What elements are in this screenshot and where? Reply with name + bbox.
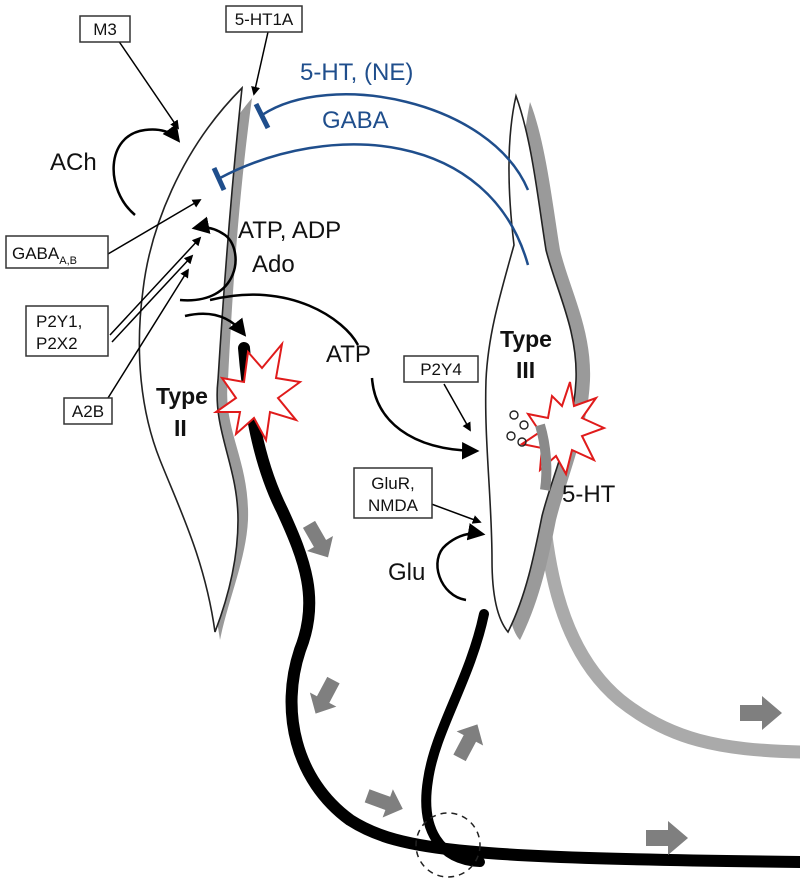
p2y1-pointer-2 <box>111 254 194 343</box>
type2-cell <box>138 85 244 633</box>
flow-arrow-6 <box>740 696 782 730</box>
ach-label: ACh <box>50 149 97 176</box>
a2b-label: A2B <box>72 402 104 421</box>
ht1a-label: 5-HT1A <box>235 10 294 29</box>
flow-arrow-5 <box>646 821 688 855</box>
convergence-circle <box>415 812 481 878</box>
type3-burst-shade <box>535 423 552 491</box>
p2y4-box <box>403 355 479 383</box>
atp-to-fiber <box>184 312 247 337</box>
atp-adp-loop <box>179 216 237 302</box>
type3-label-line2: III <box>516 357 535 383</box>
gaba-inhibitory-arc <box>219 143 530 266</box>
type2-burst <box>212 340 303 444</box>
ht1a-box <box>225 5 303 33</box>
type3-cell <box>484 93 577 634</box>
type2-afferent-fiber <box>238 342 800 868</box>
ach-loop <box>112 123 181 216</box>
glur-label: GluR, <box>371 474 414 493</box>
ado-label: Ado <box>252 251 295 278</box>
type2-label-line1: Type <box>156 383 208 409</box>
gaba-ab-main: GABA <box>12 244 60 263</box>
glur-box <box>353 467 433 519</box>
flow-arrow-1 <box>302 520 333 558</box>
p2y1-label: P2Y1, <box>36 312 82 331</box>
a2b-pointer <box>107 268 189 399</box>
flow-arrow-4 <box>453 724 484 762</box>
gaba-ab-pointer <box>107 199 202 255</box>
p2y1-box <box>25 305 109 357</box>
atp-to-type3-lower <box>370 377 480 460</box>
type3-afferent-fiber <box>533 423 800 759</box>
p2x2-label: P2X2 <box>36 334 78 353</box>
flow-arrow-2 <box>309 676 340 714</box>
glur-pointer <box>425 501 482 524</box>
ht-ne-inhibitory-arc <box>261 93 530 191</box>
p2y1-pointer-1 <box>109 236 202 336</box>
atp-to-type3 <box>209 293 360 346</box>
m3-label: M3 <box>93 20 117 39</box>
type3-label-line1: Type <box>500 326 552 352</box>
atp-label: ATP <box>326 341 371 368</box>
flow-arrows <box>302 520 782 855</box>
gaba-ab-label: GABAA,B <box>12 244 77 267</box>
p2y4-pointer <box>443 383 471 432</box>
gaba-ab-sub: A,B <box>59 255 77 267</box>
gaba-label: GABA <box>322 107 389 134</box>
vesicles <box>506 410 529 447</box>
nmda-label: NMDA <box>368 496 419 515</box>
ht1a-pointer <box>251 31 269 96</box>
ht-ne-tbar <box>253 102 271 130</box>
p2y4-label: P2Y4 <box>420 360 462 379</box>
glu-label: Glu <box>388 559 425 586</box>
gaba-tbar <box>211 166 227 192</box>
ht-label: 5-HT <box>562 481 616 508</box>
type2-label-line2: II <box>174 415 187 441</box>
a2b-box <box>63 397 113 425</box>
m3-box <box>79 15 131 43</box>
glu-loop <box>436 523 486 602</box>
m3-pointer <box>117 39 180 130</box>
ht-ne-label: 5-HT, (NE) <box>300 59 413 86</box>
gaba-ab-box <box>5 235 109 269</box>
atp-adp-label: ATP, ADP <box>238 217 341 244</box>
type3-black-fiber <box>421 609 489 867</box>
flow-arrow-3 <box>364 789 403 818</box>
